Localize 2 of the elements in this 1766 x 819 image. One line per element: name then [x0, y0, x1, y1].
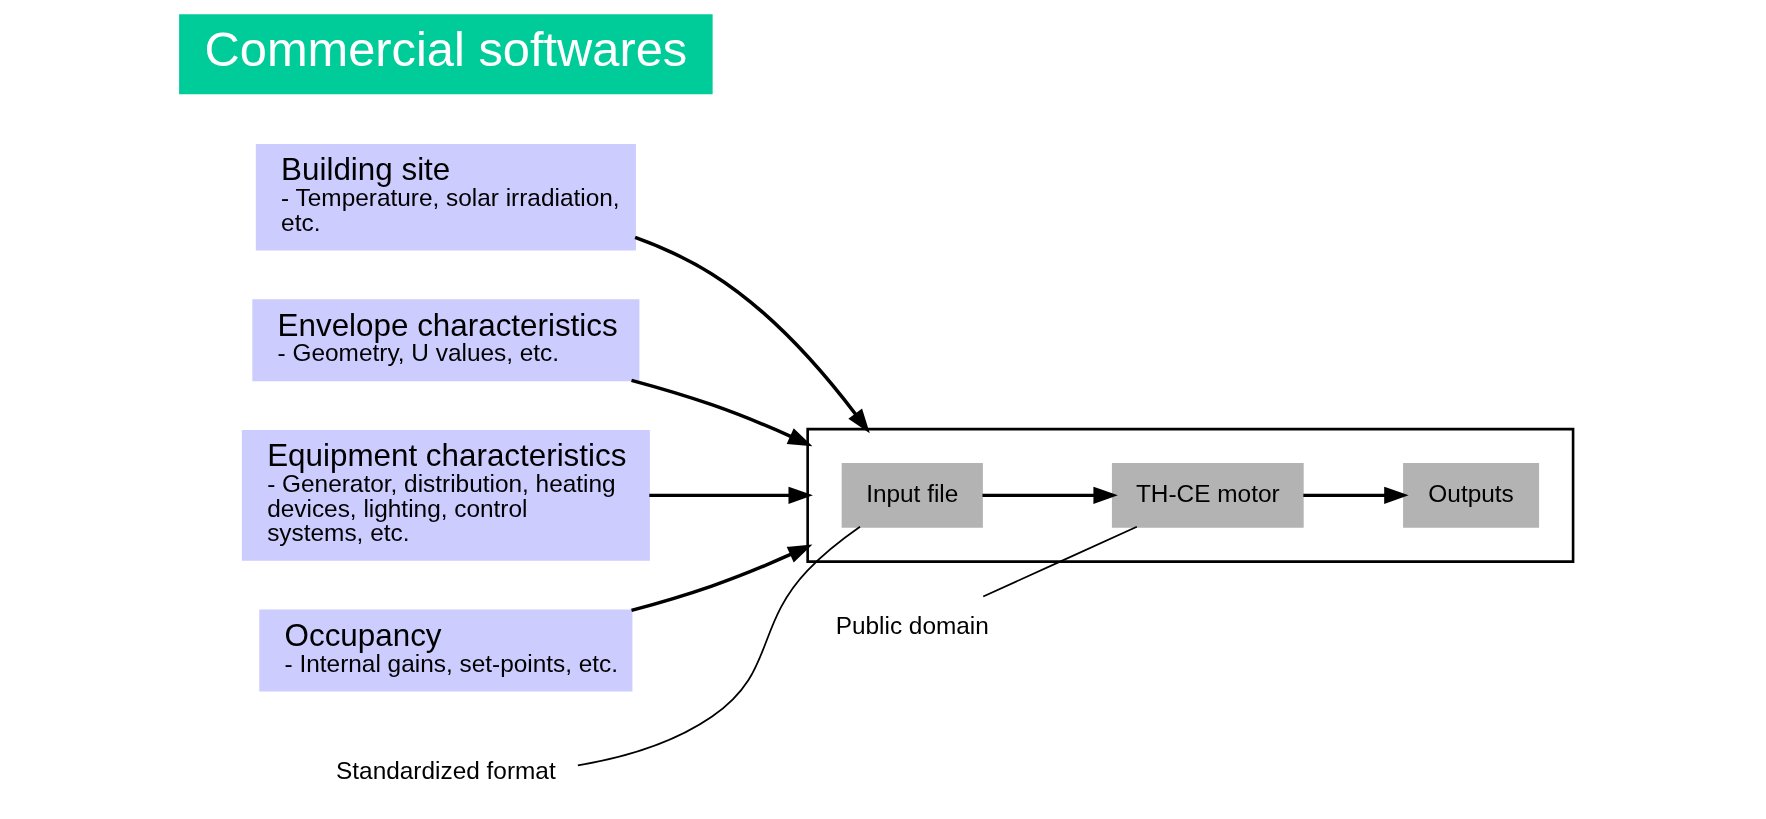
node-text: Public domain	[835, 612, 989, 640]
node-text: Standardized format	[335, 757, 556, 785]
